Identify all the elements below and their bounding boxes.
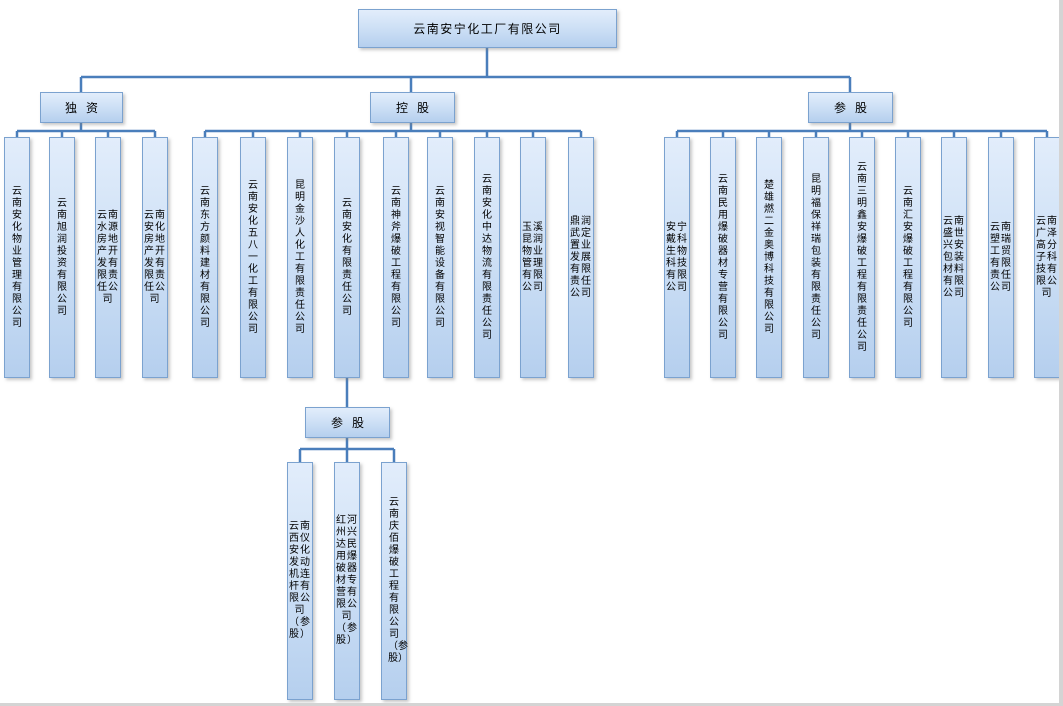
company-node[interactable]: 云南安视智能设备有限公司 [427,137,453,378]
company-node[interactable]: 昆明金沙人化工有限责任公司 [287,137,313,378]
company-name: 玉溪昆润物业管理有限公司 [522,221,544,293]
company-name: 鼎润武定置业发展有限责任公司 [570,215,592,299]
company-node[interactable]: 云南庆佰爆破工程有限公司（参股） [381,462,408,700]
company-name: 云南东方颜料建材有限公司 [200,185,210,329]
company-name: 云南神斧爆破工程有限公司 [391,185,401,329]
company-node[interactable]: 云南民用爆破器材专营有限公司 [710,137,736,378]
company-node[interactable]: 云南东方颜料建材有限公司 [192,137,218,378]
company-node[interactable]: 云南安化五八一化工有限公司 [240,137,266,378]
company-node[interactable]: 昆明福保祥瑞包装有限责任公司 [803,137,829,378]
company-node[interactable]: 云南安化物业管理有限公司 [4,137,30,378]
company-name: 云南水源房地产开发有限责任公司 [97,209,119,305]
company-node[interactable]: 云南旭润投资有限公司 [49,137,75,378]
company-node[interactable]: 云南神斧爆破工程有限公司 [383,137,409,378]
company-node[interactable]: 云南三明鑫安爆破工程有限责任公司 [849,137,875,378]
company-node[interactable]: 楚雄燃二金奥博科技有限公司 [756,137,782,378]
company-name: 云南安化有限责任公司 [342,197,352,317]
connector-cangu [675,123,1049,137]
company-name: 红河州兴达民用爆破器材专营有限公司（参股） [336,515,358,646]
company-name: 云南西仪安化发动机连杆有限公司（参股） [289,521,311,640]
connector-konggu [203,123,583,137]
branch-konggu-label: 控股 [395,101,438,115]
company-name: 云南安化房地产开发有限责任公司 [144,209,166,305]
connector-duzi [15,123,157,137]
company-node[interactable]: 云南广泽高分子科技有限公司 [1034,137,1060,378]
company-node[interactable]: 云南盛世兴安包装材料有限公司 [941,137,967,378]
company-name: 云南盛世兴安包装材料有限公司 [943,215,965,299]
company-name: 昆明金沙人化工有限责任公司 [295,179,305,335]
company-name: 云南三明鑫安爆破工程有限责任公司 [857,161,867,353]
company-name: 昆明福保祥瑞包装有限责任公司 [811,173,821,341]
company-node[interactable]: 云南西仪安化发动机连杆有限公司（参股） [287,462,313,700]
connector-root [79,48,852,92]
company-name: 云南汇安爆破工程有限公司 [903,185,913,329]
company-name: 云南塑瑞工贸有限责任公司 [990,221,1012,293]
company-node[interactable]: 安宁戴科生物科技有限公司 [664,137,690,378]
company-name: 云南庆佰爆破工程有限公司（参股） [388,497,408,664]
company-name: 云南安化物业管理有限公司 [12,185,22,329]
branch-sub-cangu-label: 参股 [330,416,373,430]
root-node-label: 云南安宁化工厂有限公司 [413,22,562,36]
company-node[interactable]: 云南安化中达物流有限责任公司 [474,137,500,378]
window-edge-right [1059,0,1063,706]
company-name: 云南广泽高分子科技有限公司 [1036,215,1058,299]
company-node[interactable]: 云南安化房地产开发有限责任公司 [142,137,168,378]
branch-konggu[interactable]: 控股 [370,92,455,123]
company-node[interactable]: 玉溪昆润物业管理有限公司 [520,137,546,378]
company-node[interactable]: 红河州兴达民用爆破器材专营有限公司（参股） [334,462,360,700]
company-name: 楚雄燃二金奥博科技有限公司 [764,179,774,335]
company-name: 云南安视智能设备有限公司 [435,185,445,329]
company-name: 安宁戴科生物科技有限公司 [666,221,688,293]
company-node[interactable]: 鼎润武定置业发展有限责任公司 [568,137,594,378]
branch-cangu[interactable]: 参股 [808,92,893,123]
company-name: 云南安化中达物流有限责任公司 [482,173,492,341]
root-node[interactable]: 云南安宁化工厂有限公司 [358,9,617,48]
company-node[interactable]: 云南水源房地产开发有限责任公司 [95,137,121,378]
company-node[interactable]: 云南安化有限责任公司 [334,137,360,378]
company-name: 云南民用爆破器材专营有限公司 [718,173,728,341]
branch-duzi[interactable]: 独资 [40,92,123,123]
branch-cangu-label: 参股 [833,101,876,115]
branch-duzi-label: 独资 [64,101,107,115]
company-node[interactable]: 云南塑瑞工贸有限责任公司 [988,137,1014,378]
branch-sub-cangu[interactable]: 参股 [305,407,390,438]
company-node[interactable]: 云南汇安爆破工程有限公司 [895,137,921,378]
window-edge-bottom [0,703,1063,706]
company-name: 云南旭润投资有限公司 [57,197,67,317]
company-name: 云南安化五八一化工有限公司 [248,179,258,335]
